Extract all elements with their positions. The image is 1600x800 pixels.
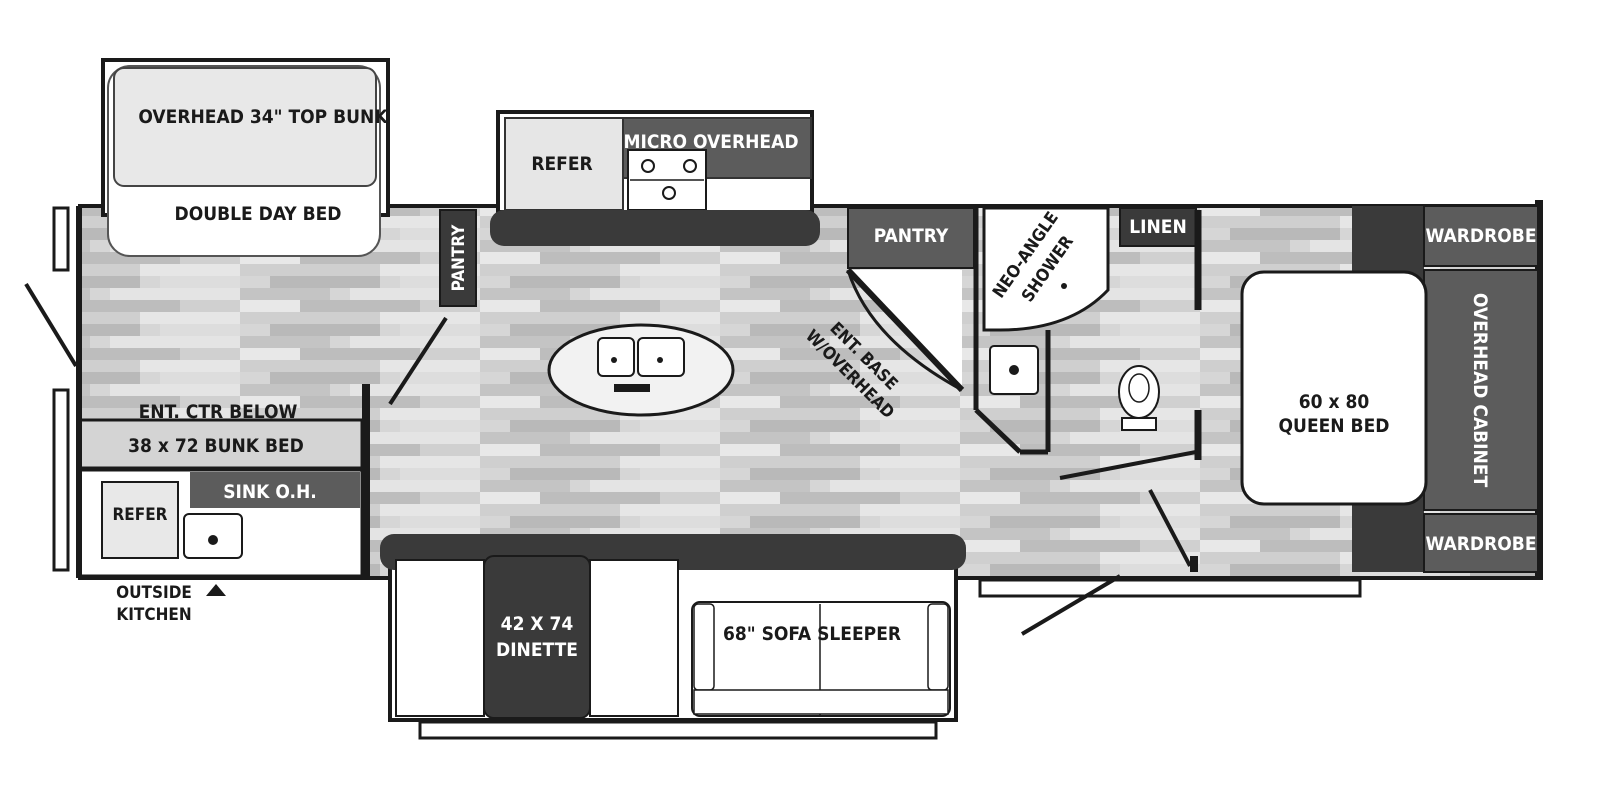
faucet-icon [614,384,650,392]
wardrobe-top-label: WARDROBE [1426,225,1537,247]
pantry-left: PANTRY [439,209,477,307]
linen-closet: LINEN [1119,207,1197,247]
refer-outside-label: REFER [113,505,168,525]
bathroom [973,208,1202,480]
top-bunk-label: OVERHEAD 34" TOP BUNK [138,106,388,128]
queen-bed [1240,270,1428,506]
island-sink [547,323,735,417]
neo-angle-shower: NEO-ANGLE SHOWER [982,206,1110,332]
linen-label: LINEN [1129,216,1187,238]
rear-doors [24,206,82,578]
arrow-up-icon [206,584,226,596]
pantry-right: PANTRY [847,207,975,269]
day-bed-label: DOUBLE DAY BED [175,203,342,225]
pantry-right-label: PANTRY [874,225,949,247]
micro-overhead-label: MICRO OVERHEAD [623,131,798,153]
outside-kitchen-label-2: KITCHEN [116,605,191,625]
pantry-left-label: PANTRY [449,224,469,292]
overhead-cabinet-label: OVERHEAD CABINET [1469,293,1491,488]
dinette-label-2: DINETTE [496,639,578,661]
outside-kitchen-label-1: OUTSIDE [116,583,192,603]
wardrobe-bottom-label: WARDROBE [1426,533,1537,555]
sofa-sleeper-label: 68" SOFA SLEEPER [723,623,901,645]
bunk-slideout: OVERHEAD 34" TOP BUNK DOUBLE DAY BED [101,58,390,257]
sofa-sleeper [691,601,951,717]
bunk-bed-label: 38 x 72 BUNK BED [128,435,304,457]
ent-ctr-below-label: ENT. CTR BELOW [139,401,298,423]
kitchen-slideout: REFER MICRO OVERHEAD [490,110,820,246]
master-bedroom: WARDROBE WARDROBE OVERHEAD CABINET 60 x … [1148,205,1539,573]
rear-bunk-area: ENT. CTR BELOW 38 x 72 BUNK BED [78,316,448,576]
dinette-table [483,555,591,719]
entry-door [978,574,1362,636]
refer-label: REFER [531,153,592,175]
queen-bed-label-2: QUEEN BED [1279,415,1390,437]
drain-icon [1061,283,1067,289]
living-slideout: 42 X 74 DINETTE 68" SOFA SLEEPER [380,534,966,740]
dinette-label-1: 42 X 74 [501,613,574,635]
sink-oh-label: SINK O.H. [223,481,317,503]
queen-bed-label-1: 60 x 80 [1299,391,1370,413]
outside-kitchen: SINK O.H. REFER OUTSIDE KITCHEN [78,468,364,625]
